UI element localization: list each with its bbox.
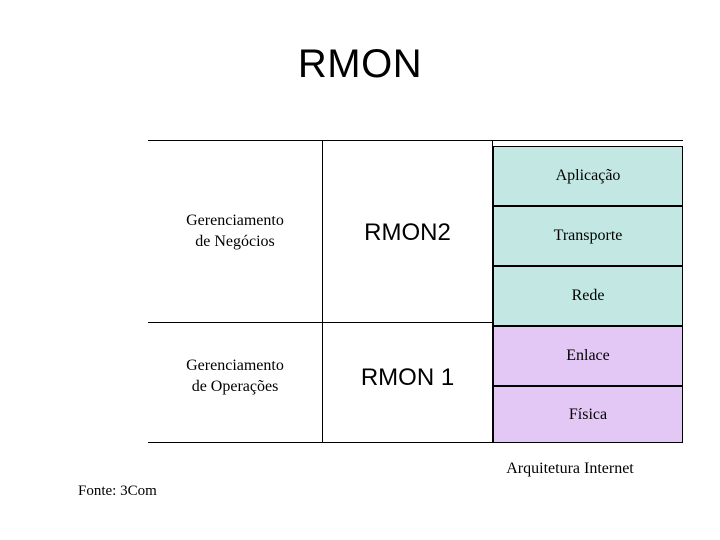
diagram-vertical-rule-right [492,140,493,443]
layer-aplicacao: Aplicação [493,146,683,206]
layer-enlace: Enlace [493,326,683,386]
management-cell-business-line1: Gerenciamento [186,212,284,229]
rmon-diagram: Gerenciamento de Negócios Gerenciamento … [148,140,683,443]
management-cell-operations-line2: de Operações [191,378,279,395]
layer-fisica-label: Física [568,406,608,423]
layer-aplicacao-label: Aplicação [555,167,621,184]
rmon2-cell: RMON2 [364,219,451,246]
management-cell-operations-line1: Gerenciamento [186,357,284,374]
diagram-top-rule [148,140,683,141]
layer-transporte-label: Transporte [553,227,623,244]
source-note: Fonte: 3Com [78,483,157,499]
diagram-bottom-rule [148,442,683,443]
diagram-vertical-rule-left [322,140,323,443]
layer-enlace-label: Enlace [566,347,610,364]
layer-fisica: Física [493,386,683,443]
protocol-layer-stack: Aplicação Transporte Rede Enlace Física [493,140,683,443]
layer-rede-label: Rede [571,287,605,304]
management-cell-business: Gerenciamento de Negócios [148,210,322,252]
management-cell-business-line2: de Negócios [195,233,275,250]
page-title: RMON [297,42,423,86]
layer-rede: Rede [493,266,683,326]
rmon1-cell: RMON 1 [360,364,455,391]
diagram-middle-rule [148,322,683,323]
management-cell-operations: Gerenciamento de Operações [148,355,322,397]
architecture-caption: Arquitetura Internet [506,460,634,477]
layer-transporte: Transporte [493,206,683,266]
